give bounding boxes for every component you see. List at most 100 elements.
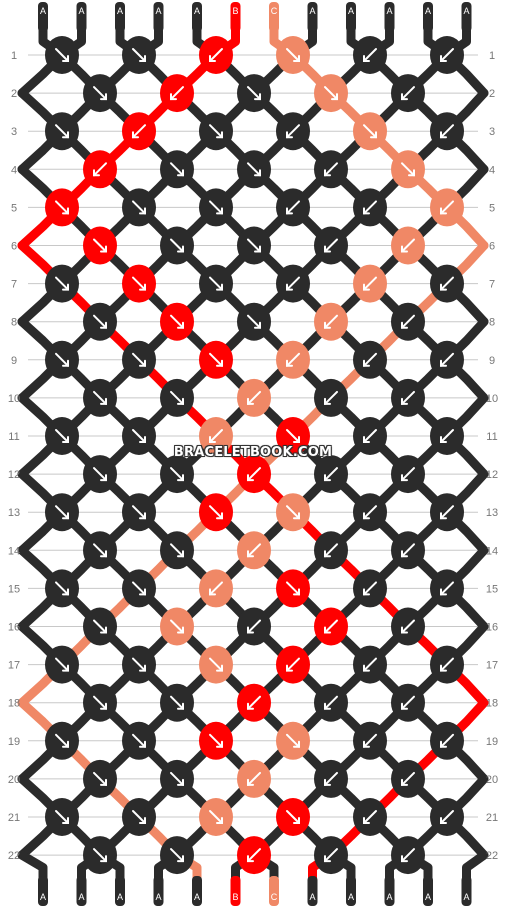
arrow-down-left-icon bbox=[440, 505, 454, 520]
strand-end-label: A bbox=[117, 892, 123, 902]
knot bbox=[237, 836, 271, 875]
arrow-down-left-icon bbox=[440, 352, 454, 367]
arrow-down-left-icon bbox=[209, 48, 223, 62]
arrow-down-right-icon bbox=[170, 695, 184, 710]
arrow-down-left-icon bbox=[324, 467, 338, 482]
strand-end bbox=[153, 876, 164, 906]
strand-start-label: A bbox=[194, 6, 200, 16]
arrow-down-left-icon bbox=[440, 810, 454, 824]
arrow-down-left-icon bbox=[247, 467, 261, 482]
strand-end-label: A bbox=[463, 892, 469, 902]
arrow-down-right-icon bbox=[170, 771, 184, 786]
knot bbox=[199, 264, 233, 303]
strand-start bbox=[153, 2, 164, 32]
arrow-down-left-icon bbox=[247, 390, 261, 405]
row-label-left: 12 bbox=[8, 469, 20, 481]
arrow-down-left-icon bbox=[363, 276, 377, 291]
arrow-down-right-icon bbox=[209, 657, 223, 672]
arrow-down-left-icon bbox=[247, 771, 261, 786]
knot bbox=[430, 798, 464, 836]
knot bbox=[391, 302, 425, 341]
arrow-down-right-icon bbox=[93, 86, 107, 101]
arrow-down-right-icon bbox=[93, 771, 107, 786]
knot bbox=[83, 378, 117, 417]
arrow-down-right-icon bbox=[55, 581, 69, 596]
knot bbox=[276, 340, 310, 379]
knot bbox=[353, 188, 387, 227]
row-label-right: 4 bbox=[489, 164, 495, 176]
arrow-down-right-icon bbox=[170, 314, 184, 329]
arrow-down-left-icon bbox=[363, 810, 377, 824]
knot bbox=[160, 74, 194, 113]
arrow-down-left-icon bbox=[401, 695, 415, 710]
row-label-left: 22 bbox=[8, 850, 20, 862]
knot bbox=[314, 836, 348, 875]
knot bbox=[160, 302, 194, 341]
row-label-left: 19 bbox=[8, 736, 20, 748]
knot bbox=[391, 683, 425, 722]
arrow-down-left-icon bbox=[363, 657, 377, 672]
strand-end-label: A bbox=[78, 892, 84, 902]
arrow-down-left-icon bbox=[440, 124, 454, 139]
row-label-right: 12 bbox=[486, 469, 498, 481]
knot bbox=[314, 302, 348, 341]
knot bbox=[430, 112, 464, 151]
arrow-down-right-icon bbox=[132, 429, 146, 443]
arrow-down-right-icon bbox=[132, 810, 146, 824]
arrow-down-left-icon bbox=[209, 581, 223, 596]
strand-start-label: C bbox=[271, 6, 278, 16]
knot bbox=[122, 112, 156, 151]
row-label-left: 6 bbox=[11, 241, 17, 253]
knot bbox=[122, 188, 156, 227]
strand-start bbox=[115, 2, 125, 32]
knot bbox=[199, 417, 233, 455]
arrow-down-right-icon bbox=[55, 200, 69, 215]
strand-start-label: A bbox=[425, 6, 431, 16]
knot bbox=[430, 417, 464, 455]
strand-segment bbox=[17, 850, 48, 885]
knot bbox=[237, 150, 271, 189]
strand-start bbox=[76, 2, 87, 32]
knot bbox=[237, 302, 271, 341]
strand-start-label: B bbox=[232, 6, 238, 16]
arrow-down-left-icon bbox=[440, 200, 454, 215]
knot bbox=[237, 455, 271, 494]
arrow-down-right-icon bbox=[132, 505, 146, 520]
knot bbox=[83, 302, 117, 341]
knot bbox=[353, 112, 387, 151]
knot bbox=[122, 798, 156, 836]
strand-start-label: A bbox=[386, 6, 392, 16]
knot bbox=[45, 264, 79, 303]
strand-start bbox=[38, 2, 48, 32]
row-label-left: 2 bbox=[11, 88, 17, 100]
knot bbox=[45, 112, 79, 151]
knot bbox=[122, 264, 156, 303]
strand-start bbox=[346, 2, 356, 32]
arrow-down-left-icon bbox=[247, 848, 261, 863]
arrow-down-left-icon bbox=[93, 162, 107, 177]
knot bbox=[45, 493, 79, 532]
strand-end-label: A bbox=[40, 892, 46, 902]
row-label-right: 1 bbox=[489, 50, 495, 62]
arrow-down-left-icon bbox=[247, 619, 261, 634]
arrow-down-right-icon bbox=[209, 810, 223, 824]
strand-segment bbox=[462, 850, 489, 885]
knot bbox=[353, 417, 387, 455]
knot bbox=[314, 455, 348, 494]
arrow-down-right-icon bbox=[93, 543, 107, 558]
knot bbox=[160, 836, 194, 875]
arrow-down-right-icon bbox=[286, 505, 300, 520]
knot bbox=[276, 188, 310, 227]
arrow-down-left-icon bbox=[440, 733, 454, 748]
row-label-left: 11 bbox=[8, 431, 19, 443]
strand-start bbox=[230, 2, 241, 32]
knot bbox=[83, 683, 117, 722]
knot bbox=[430, 36, 464, 74]
arrow-down-right-icon bbox=[170, 848, 184, 863]
strand-end bbox=[346, 876, 356, 906]
arrow-down-right-icon bbox=[93, 619, 107, 634]
row-label-right: 14 bbox=[486, 545, 498, 557]
arrow-down-left-icon bbox=[440, 429, 454, 443]
arrow-down-right-icon bbox=[93, 695, 107, 710]
